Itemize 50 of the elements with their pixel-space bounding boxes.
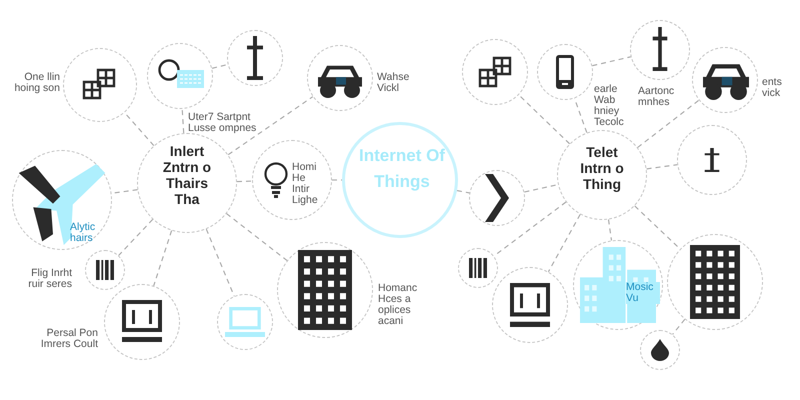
dashed-connector (518, 94, 570, 144)
dashed-connector (634, 206, 680, 250)
node-label: earle Wab hniey Tecolc (594, 84, 625, 128)
dashed-connector (236, 180, 252, 182)
node-label: Flig Inrht ruir seres (27, 268, 72, 290)
node-label: One llin hoing son (13, 72, 60, 94)
dashed-connector (228, 96, 314, 156)
dashed-connector (332, 179, 342, 181)
node-label: Homanc Hces a oplices acani (378, 283, 418, 327)
dashed-connector (124, 112, 154, 146)
dashed-connector (118, 219, 154, 256)
dashed-connector (608, 219, 612, 241)
node-label: Aartonc mnhes (638, 86, 676, 108)
dashed-circle (492, 267, 568, 343)
node-label: Persal Pon Imrers Coult (40, 328, 98, 350)
dashed-connector (574, 98, 588, 133)
node-label: Uter7 Sartpnt Lusse ompnes (188, 112, 258, 134)
center-title: Internet Of Things (358, 145, 446, 193)
dashed-connector (456, 190, 470, 194)
dashed-connector (672, 318, 686, 335)
dashed-connector (524, 184, 558, 193)
dashed-connector (548, 214, 581, 272)
dashed-circle (252, 140, 332, 220)
dashed-circle (667, 234, 763, 330)
dashed-connector (226, 213, 288, 262)
hub-circle (137, 133, 237, 233)
dashed-circle (458, 248, 498, 288)
node-label: Alytic hairs (70, 222, 96, 244)
node-label: Mosic Vu (626, 282, 660, 304)
dashed-circle (469, 170, 525, 226)
dashed-circle (227, 30, 283, 86)
center-ring (342, 122, 458, 238)
dashed-circle (462, 39, 528, 105)
dashed-connector (646, 164, 678, 170)
node-label: Homi He Intir Lighe (292, 162, 319, 206)
dashed-circle (217, 294, 273, 350)
dashed-circle (640, 330, 680, 370)
dashed-connector (182, 108, 184, 134)
node-label: ents vick (762, 77, 783, 99)
dashed-connector (592, 56, 631, 66)
dashed-connector (212, 64, 228, 69)
dashed-connector (206, 228, 235, 296)
dashed-connector (637, 100, 700, 148)
node-label: Wahse Vickl (377, 72, 410, 94)
dashed-circle (677, 125, 747, 195)
hub-title: Telet Intrn o Thing (579, 144, 625, 192)
hub-title: Inlert Zntrn o Thairs Tha (162, 143, 212, 207)
hub-circle (557, 130, 647, 220)
dashed-connector (153, 230, 172, 286)
dashed-circle (573, 240, 663, 330)
